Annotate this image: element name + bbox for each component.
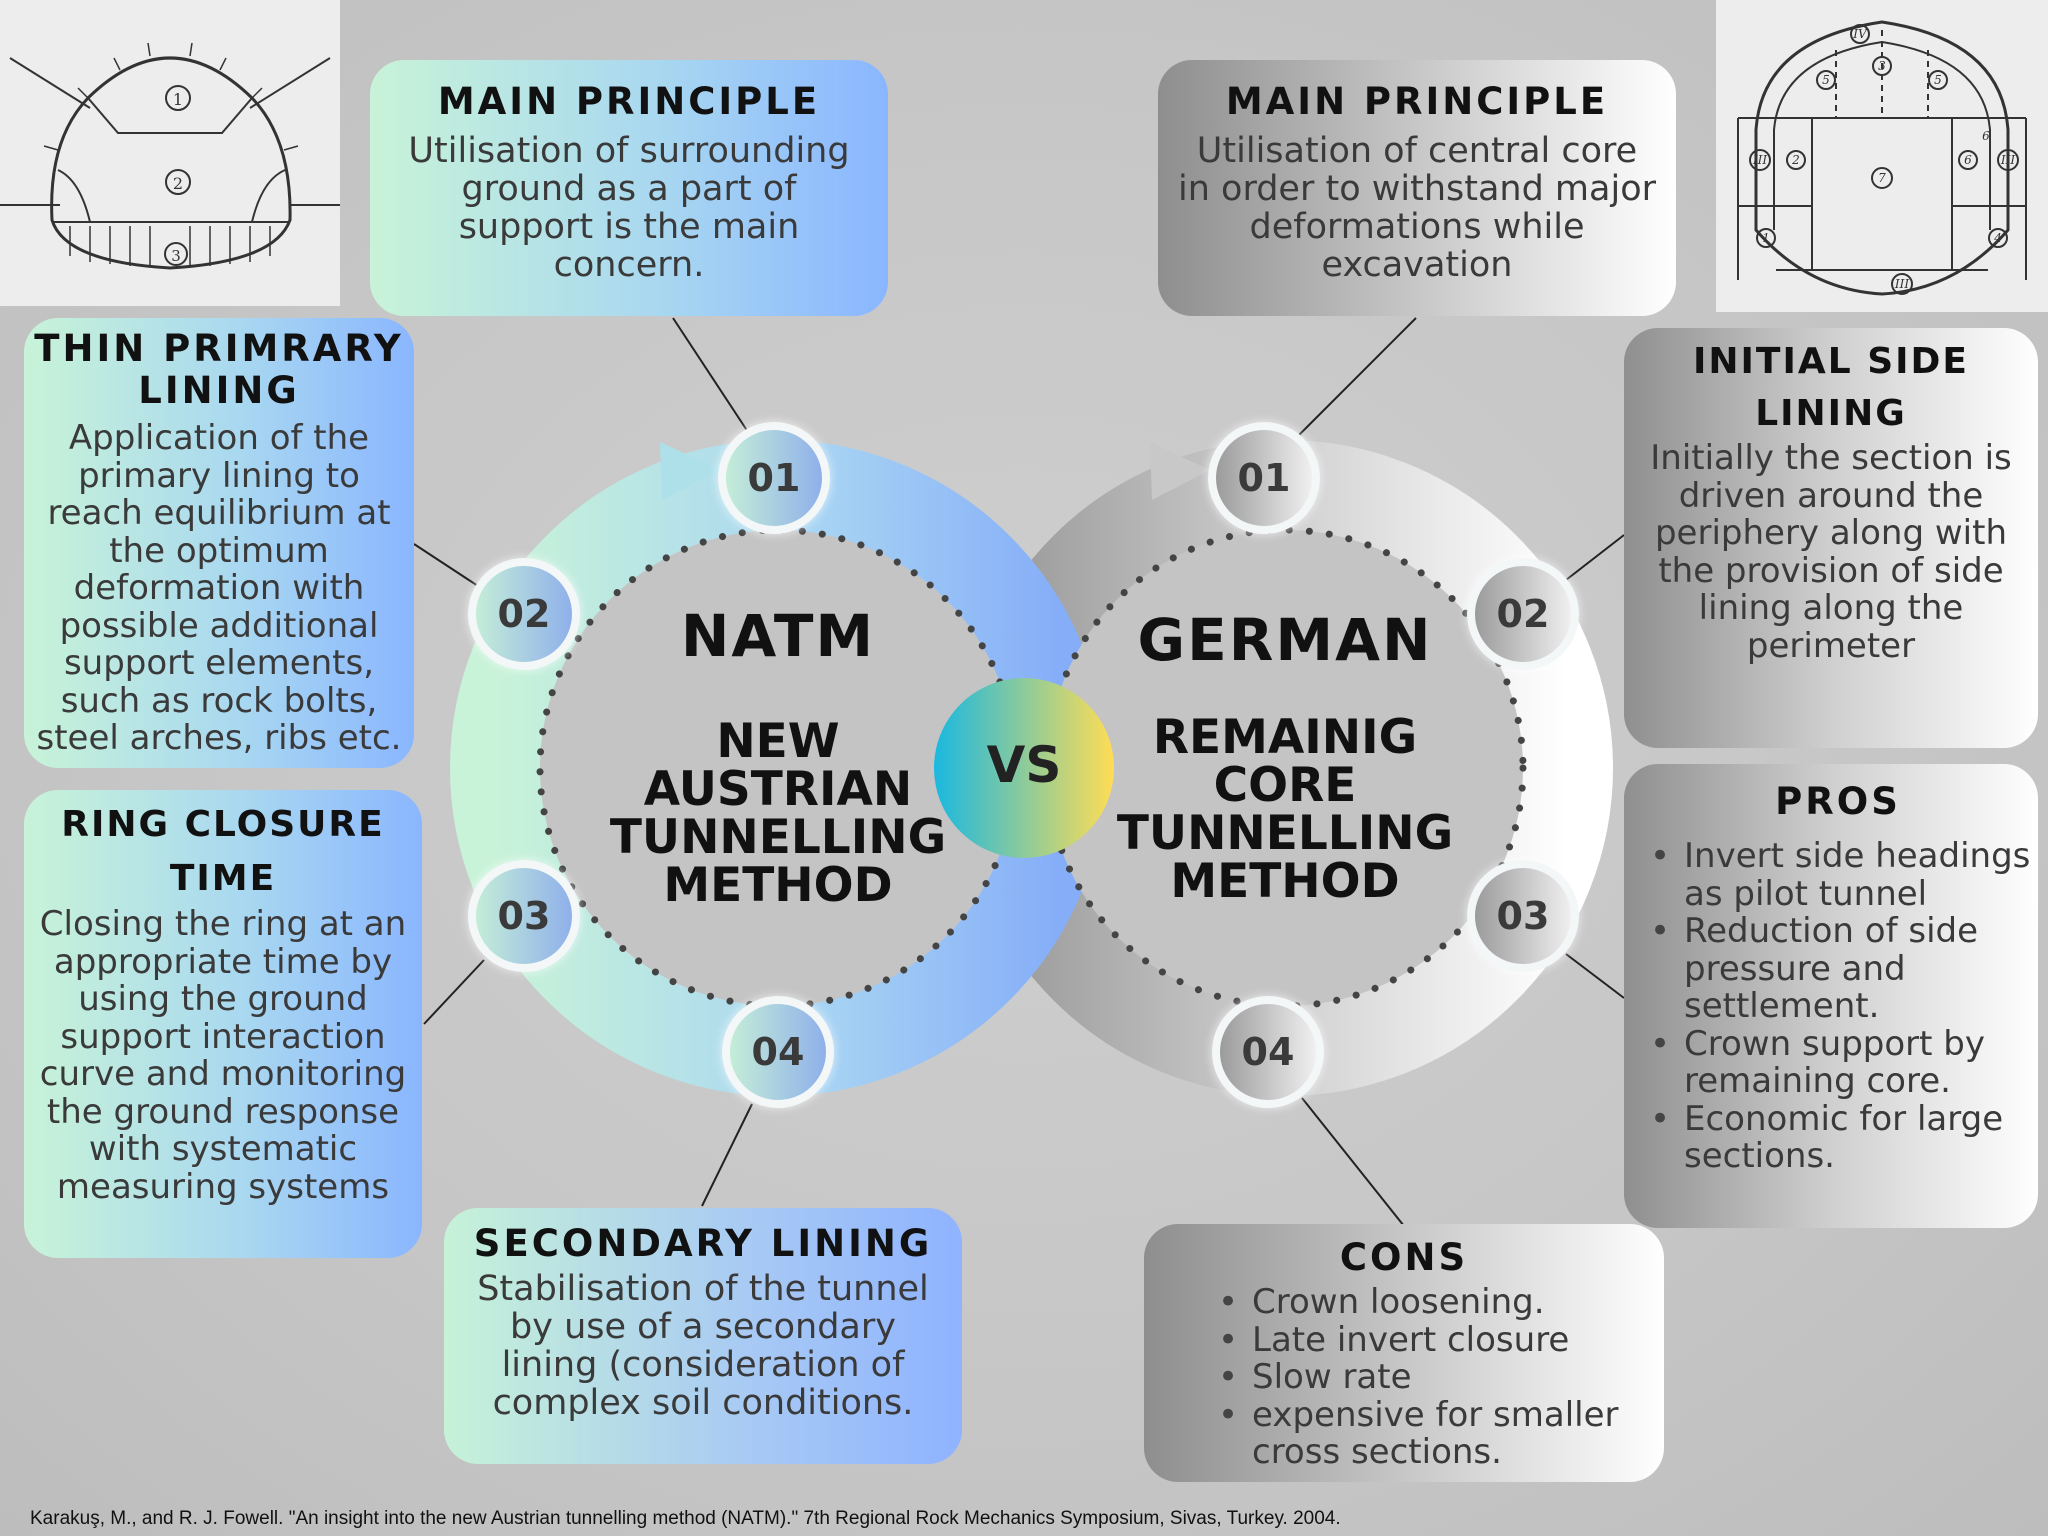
german-sketch-label-2: 2 (1791, 153, 1800, 167)
german-step-03: 03 (1467, 860, 1579, 972)
german-step-04: 04 (1212, 996, 1324, 1108)
german-main-principle-box: MAIN PRINCIPLE Utilisation of central co… (1158, 60, 1676, 316)
natm-tunnel-sketch: 1 2 3 (0, 0, 340, 306)
natm-thin-lining-text: Application of the primary lining to rea… (36, 418, 402, 758)
vs-circle (934, 678, 1114, 858)
german-step-01: 01 (1208, 422, 1320, 534)
list-item: Late invert closure (1210, 1321, 1644, 1360)
natm-subtitle: NEW AUSTRIAN TUNNELLING METHOD (609, 714, 947, 913)
german-sketch-label-10: III (1752, 153, 1767, 167)
german-cons-box: CONS Crown loosening. Late invert closur… (1144, 1224, 1664, 1482)
list-item: Crown support by remaining core. (1642, 1025, 2034, 1101)
natm-sketch-label-3: 3 (171, 247, 181, 265)
german-sketch-label-13: IV (1852, 27, 1868, 41)
german-sketch-label-9: 7 (1878, 171, 1886, 185)
german-sketch-label-12: III (1894, 277, 1909, 291)
german-initial-side-lining-title: INITIAL SIDE LINING (1693, 341, 1969, 434)
german-sketch-label-5: 5 (1822, 73, 1830, 87)
list-item: Invert side headings as pilot tunnel (1642, 837, 2034, 913)
german-main-principle-text: Utilisation of central core in order to … (1178, 131, 1657, 285)
list-item: Economic for large sections. (1642, 1100, 2034, 1176)
natm-ring-closure-text: Closing the ring at an appropriate time … (39, 904, 407, 1207)
natm-secondary-lining-text: Stabilisation of the tunnel by use of a … (477, 1269, 929, 1423)
german-inner-dotted (1043, 526, 1527, 1010)
natm-arrow-head (660, 442, 720, 500)
german-subtitle: REMAINIG CORE TUNNELLING METHOD (1116, 710, 1454, 909)
german-cons-title: CONS (1339, 1236, 1469, 1279)
german-pros-title: PROS (1775, 780, 1901, 823)
german-main-principle-title: MAIN PRINCIPLE (1225, 80, 1609, 123)
list-item: Slow rate (1210, 1358, 1644, 1397)
natm-secondary-lining-title: SECONDARY LINING (473, 1222, 933, 1265)
german-sketch-label-6: 5 (1934, 73, 1942, 87)
german-sketch-label-7: 6 (1964, 153, 1972, 167)
german-tunnel-sketch: 1 2 3 4 5 5 6 6 7 III III III IV (1716, 0, 2048, 312)
natm-thin-lining-title: THIN PRIMRARY LINING (34, 327, 404, 412)
german-arrow-head (1150, 442, 1210, 500)
german-pros-list: Invert side headings as pilot tunnel Red… (1642, 837, 2034, 1176)
natm-step-04: 04 (722, 996, 834, 1108)
german-sketch-label-3: 3 (1878, 59, 1886, 73)
german-sketch-label-1: 1 (1762, 231, 1770, 245)
german-initial-side-lining-box: INITIAL SIDE LINING Initially the sectio… (1624, 328, 2038, 748)
german-pros-box: PROS Invert side headings as pilot tunne… (1624, 764, 2038, 1228)
list-item: Reduction of side pressure and settlemen… (1642, 912, 2034, 1026)
connector-lines (413, 317, 1625, 1227)
natm-step-03: 03 (468, 860, 580, 972)
natm-sketch-label-1: 1 (173, 90, 183, 109)
natm-main-principle-text: Utilisation of surrounding ground as a p… (408, 131, 850, 285)
natm-step-01: 01 (718, 422, 830, 534)
german-cons-list: Crown loosening. Late invert closure Slo… (1210, 1283, 1644, 1472)
natm-title: NATM (680, 602, 876, 670)
natm-ring-closure-box: RING CLOSURE TIME Closing the ring at an… (24, 790, 422, 1258)
natm-secondary-lining-box: SECONDARY LINING Stabilisation of the tu… (444, 1208, 962, 1464)
natm-step-02: 02 (468, 558, 580, 670)
list-item: Crown loosening. (1210, 1283, 1644, 1322)
natm-main-principle-title: MAIN PRINCIPLE (437, 80, 821, 123)
german-title: GERMAN (1137, 606, 1433, 674)
german-sketch-label-8: 6 (1982, 129, 1990, 143)
german-sketch-label-11: III (2000, 153, 2015, 167)
natm-ring-closure-title: RING CLOSURE TIME (61, 804, 385, 899)
natm-sketch-label-2: 2 (173, 174, 183, 193)
german-sketch-label-4: 4 (1993, 231, 2002, 245)
natm-thin-lining-box: THIN PRIMRARY LINING Application of the … (24, 318, 414, 768)
german-initial-side-lining-text: Initially the section is driven around t… (1650, 438, 2012, 666)
natm-main-principle-box: MAIN PRINCIPLE Utilisation of surroundin… (370, 60, 888, 316)
list-item: expensive for smaller cross sections. (1210, 1396, 1644, 1472)
citation: Karakuş, M., and R. J. Fowell. "An insig… (30, 1508, 1341, 1529)
german-step-02: 02 (1467, 558, 1579, 670)
vs-label: VS (986, 736, 1062, 794)
